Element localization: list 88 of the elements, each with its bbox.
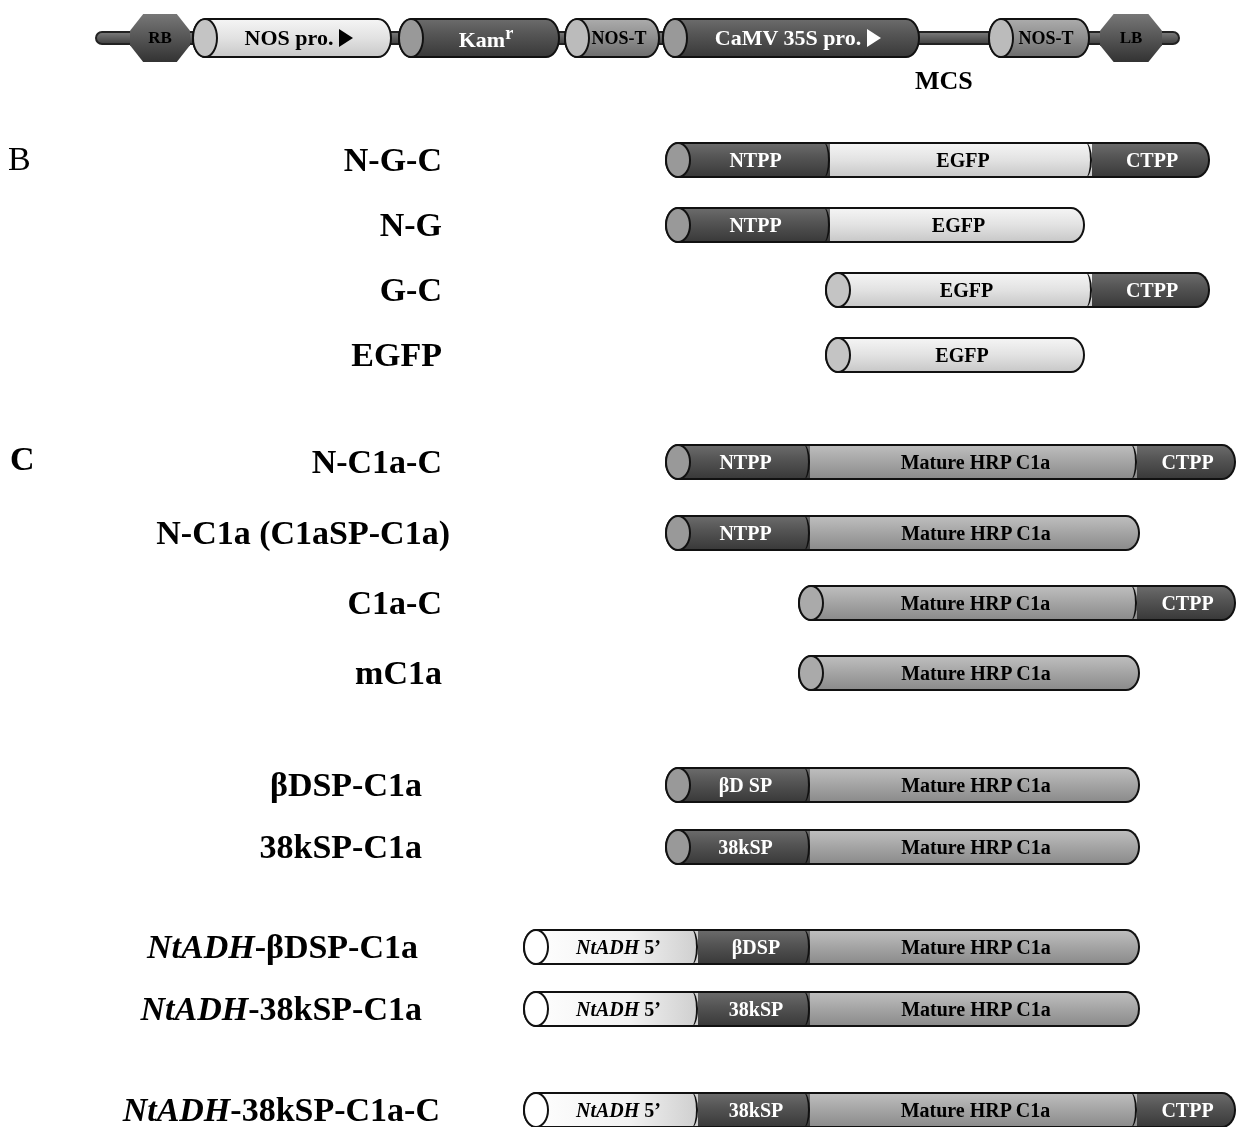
gene-segment-cylinder	[798, 655, 1140, 691]
segment-label: 38kSP	[728, 997, 784, 1021]
gene-segment-cylinder	[810, 829, 1140, 865]
segment-label: Kam$^{r}$	[458, 22, 514, 54]
segment-label: EGFP	[931, 213, 986, 237]
gene-segment-cylinder	[810, 444, 1137, 480]
gene-segment-cylinder	[665, 767, 810, 803]
construct-name: N-G	[379, 206, 442, 244]
segment-label: NtADH 5’	[576, 935, 661, 959]
construct-name: N-C1a-C	[311, 443, 442, 481]
segment-label: LB	[1119, 28, 1143, 48]
segment-label: NOS pro.	[244, 25, 334, 51]
construct-name: G-C	[379, 271, 442, 309]
gene-segment-cylinder	[988, 18, 1090, 58]
segment-label: Mature HRP C1a	[901, 773, 1051, 797]
gene-segment-cylinder	[698, 991, 810, 1027]
construct-name: N-G-C	[343, 141, 442, 179]
segment-label: NOS-T	[1018, 27, 1074, 49]
gene-segment-cylinder	[665, 515, 810, 551]
segment-label: Mature HRP C1a	[901, 521, 1051, 545]
gene-segment-cylinder	[1137, 444, 1236, 480]
gene-segment-cylinder	[1092, 142, 1210, 178]
gene-segment-cylinder	[825, 337, 1085, 373]
construct-name: NtADH-βDSP-C1a	[146, 928, 418, 966]
construct-name: EGFP	[351, 336, 442, 374]
segment-label: NTPP	[719, 521, 772, 545]
gene-segment-cylinder	[665, 142, 830, 178]
segment-label: NTPP	[719, 450, 772, 474]
segment-label: RB	[148, 28, 172, 48]
segment-label: NtADH 5’	[576, 1098, 661, 1122]
gene-segment-cylinder	[810, 991, 1140, 1027]
segment-label: NTPP	[729, 213, 782, 237]
segment-label: 38kSP	[718, 835, 773, 859]
segment-label: Mature HRP C1a	[901, 835, 1051, 859]
gene-segment-cylinder	[398, 18, 560, 58]
gene-segment-cylinder	[830, 207, 1085, 243]
panel-letter: B	[8, 140, 31, 178]
gene-segment-cylinder	[523, 1092, 698, 1127]
gene-segment-cylinder	[698, 929, 810, 965]
gene-segment-cylinder	[662, 18, 920, 58]
segment-label: 38kSP	[728, 1098, 784, 1122]
segment-label: CTPP	[1161, 450, 1214, 474]
segment-label: CTPP	[1161, 1098, 1214, 1122]
gene-segment-cylinder	[665, 444, 810, 480]
panel-letter: C	[10, 440, 35, 478]
gene-segment-cylinder	[564, 18, 660, 58]
segment-label: Mature HRP C1a	[900, 591, 1051, 615]
gene-segment-cylinder	[830, 142, 1092, 178]
segment-label: Mature HRP C1a	[900, 450, 1051, 474]
segment-label: EGFP	[939, 278, 994, 302]
gene-segment-cylinder	[798, 585, 1137, 621]
gene-segment-cylinder	[523, 991, 698, 1027]
site-label: MCS	[915, 66, 973, 96]
segment-label: βDSP	[731, 935, 781, 959]
segment-label: CaMV 35S pro.	[714, 25, 862, 51]
segment-label: NOS-T	[591, 27, 647, 49]
gene-segment-cylinder	[192, 18, 392, 58]
segment-label: Mature HRP C1a	[901, 935, 1051, 959]
gene-segment-cylinder	[698, 1092, 810, 1127]
construct-name: N-C1a (C1aSP-C1a)	[156, 514, 450, 552]
construct-name: βDSP-C1a	[269, 766, 422, 804]
segment-label: EGFP	[936, 148, 990, 172]
construct-name: NtADH-38kSP-C1a-C	[122, 1091, 440, 1127]
segment-label: EGFP	[935, 343, 989, 367]
segment-label: CTPP	[1161, 591, 1214, 615]
gene-segment-cylinder	[810, 929, 1140, 965]
construct-name: C1a-C	[347, 584, 442, 622]
segment-label: Mature HRP C1a	[900, 1098, 1051, 1122]
gene-segment-cylinder	[523, 929, 698, 965]
segment-label: CTPP	[1125, 278, 1179, 302]
segment-label: NtADH 5’	[576, 997, 661, 1021]
gene-segment-cylinder	[665, 829, 810, 865]
construct-name: mC1a	[355, 654, 442, 692]
segment-label: Mature HRP C1a	[901, 661, 1051, 685]
gene-segment-cylinder	[810, 515, 1140, 551]
gene-segment-cylinder	[665, 207, 830, 243]
gene-segment-cylinder	[810, 1092, 1137, 1127]
gene-segment-cylinder	[810, 767, 1140, 803]
construct-name: 38kSP-C1a	[259, 828, 422, 866]
gene-segment-cylinder	[1092, 272, 1210, 308]
gene-segment-cylinder	[1137, 585, 1236, 621]
segment-label: NTPP	[729, 148, 782, 172]
gene-segment-cylinder	[1137, 1092, 1236, 1127]
segment-label: βD SP	[718, 773, 773, 797]
gene-segment-cylinder	[825, 272, 1092, 308]
segment-label: CTPP	[1125, 148, 1179, 172]
segment-label: Mature HRP C1a	[901, 997, 1051, 1021]
construct-name: NtADH-38kSP-C1a	[140, 990, 422, 1028]
